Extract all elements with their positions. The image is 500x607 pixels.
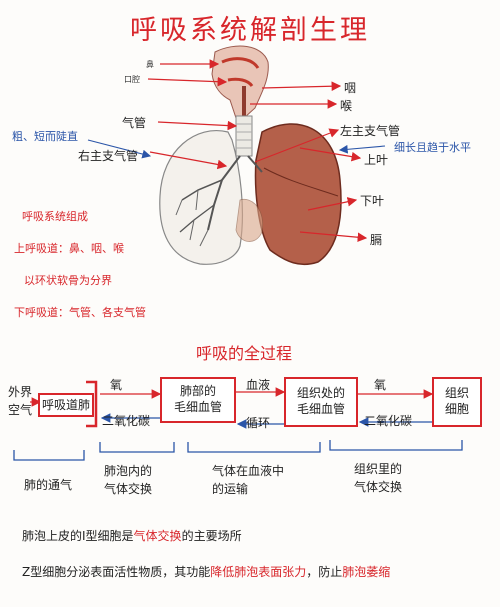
tissue-cell-line1: 组织	[444, 386, 469, 400]
boundary-note: 以环状软骨为分界	[24, 274, 112, 287]
label-diaphragm: 膈	[370, 233, 383, 247]
tissue-capillary-box: 组织处的 毛细血管	[284, 377, 358, 427]
composition-heading: 呼吸系统组成	[22, 210, 88, 223]
fact-type2-cells: Z型细胞分泌表面活性物质，其功能降低肺泡表面张力，防止肺泡萎缩	[22, 563, 390, 580]
fact1-text-c: 的主要场所	[181, 529, 242, 543]
respiratory-anatomy-illustration	[87, 45, 386, 266]
oxygen-label-1: 氧	[110, 378, 123, 392]
stage-blood-transport: 气体在血液中 的运输	[212, 462, 284, 498]
label-pharynx: 咽	[344, 81, 357, 95]
fact2-text-c: ，防止	[306, 565, 343, 579]
tissue-capillary-line1: 组织处的	[296, 386, 345, 400]
tissue-cell-line2: 细胞	[444, 402, 469, 416]
stage-lung-ventilation: 肺的通气	[24, 478, 73, 492]
co2-label-2: 二氧化碳	[364, 414, 413, 428]
label-larynx: 喉	[340, 99, 353, 113]
note-left-bronchus: 细长且趋于水平	[394, 141, 471, 154]
fact2-highlight-1: 降低肺泡表面张力	[210, 565, 307, 579]
page-title: 呼吸系统解剖生理	[130, 15, 370, 46]
fact2-highlight-2: 肺泡萎缩	[342, 565, 391, 579]
blood-transport-line2: 的运输	[212, 482, 249, 496]
tissue-exchange-line1: 组织里的	[354, 462, 403, 476]
airway-lung-box: 呼吸道肺	[38, 393, 94, 417]
lung-capillary-line1: 肺部的	[179, 384, 216, 398]
oxygen-label-2: 氧	[374, 378, 387, 392]
alveolar-exchange-line1: 肺泡内的	[104, 464, 153, 478]
stage-tissue-exchange: 组织里的 气体交换	[354, 460, 402, 496]
fact-type1-cells: 肺泡上皮的I型细胞是气体交换的主要场所	[22, 527, 242, 544]
label-trachea: 气管	[122, 116, 147, 130]
label-nose: 鼻	[146, 60, 154, 69]
lung-capillary-line2: 毛细血管	[173, 400, 222, 414]
stage-alveolar-exchange: 肺泡内的 气体交换	[104, 462, 152, 498]
tissue-cell-box: 组织 细胞	[432, 377, 482, 427]
label-mouth: 口腔	[124, 75, 140, 84]
upper-airway: 上呼吸道：鼻、咽、喉	[14, 242, 124, 255]
co2-label-1: 二氧化碳	[102, 414, 151, 428]
note-right-bronchus: 粗、短而陡直	[12, 130, 78, 143]
alveolar-exchange-line2: 气体交换	[104, 482, 153, 496]
outside-air-line1: 外界	[8, 385, 33, 399]
label-left-main-bronchus: 左主支气管	[340, 124, 401, 138]
tissue-exchange-line2: 气体交换	[354, 480, 403, 494]
fact1-text-a: 肺泡上皮的I型细胞是	[22, 529, 134, 543]
outside-air-line2: 空气	[8, 403, 33, 417]
process-flow-connectors	[13, 380, 463, 461]
airway-lung-label: 呼吸道肺	[41, 398, 90, 412]
blood-transport-line1: 气体在血液中	[212, 464, 285, 478]
lower-airway: 下呼吸道：气管、各支气管	[14, 306, 146, 319]
outside-air: 外界 空气	[8, 383, 32, 419]
fact1-highlight: 气体交换	[133, 529, 182, 543]
lung-capillary-box: 肺部的 毛细血管	[160, 377, 236, 423]
circulation-label: 循环	[246, 416, 271, 430]
label-right-main-bronchus: 右主支气管	[78, 149, 139, 163]
blood-label: 血液	[246, 378, 271, 392]
label-lower-lobe: 下叶	[360, 194, 385, 208]
tissue-capillary-line2: 毛细血管	[296, 402, 345, 416]
label-upper-lobe: 上叶	[364, 153, 389, 167]
fact2-text-a: Z型细胞分泌表面活性物质，其功能	[22, 565, 211, 579]
process-heading: 呼吸的全过程	[196, 344, 293, 363]
